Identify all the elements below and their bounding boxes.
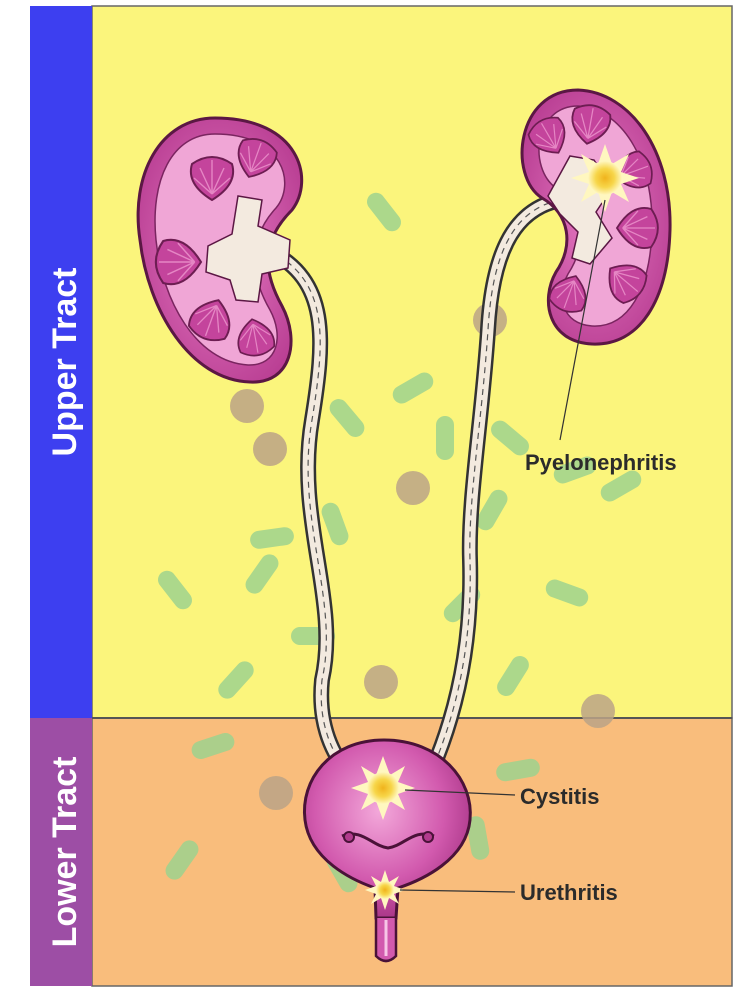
coccus-bacterium	[253, 432, 287, 466]
coccus-bacterium	[230, 389, 264, 423]
upper-tract-region	[92, 6, 732, 718]
cystitis-label: Cystitis	[520, 784, 599, 809]
coccus-bacterium	[581, 694, 615, 728]
urethritis-infection-icon	[365, 870, 405, 910]
coccus-bacterium	[364, 665, 398, 699]
lower-tract-label: Lower Tract	[46, 757, 84, 948]
rod-bacterium	[436, 416, 454, 460]
upper-tract-label: Upper Tract	[46, 268, 84, 457]
coccus-bacterium	[396, 471, 430, 505]
pyelonephritis-label: Pyelonephritis	[525, 450, 677, 475]
urethritis-label: Urethritis	[520, 880, 618, 905]
coccus-bacterium	[259, 776, 293, 810]
